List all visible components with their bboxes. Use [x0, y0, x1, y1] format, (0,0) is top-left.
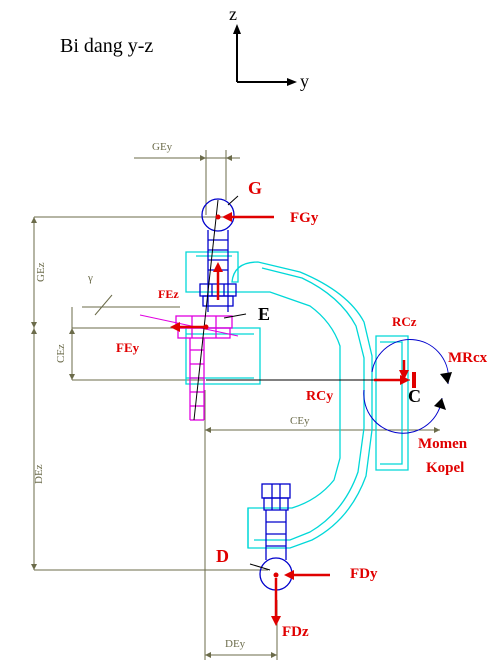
dim-label-dey: DEy: [225, 638, 246, 650]
point-c-marker: [412, 372, 416, 388]
force-arrowheads: [170, 212, 410, 626]
fey-line: [139, 314, 239, 337]
force-label-momen: Momen: [418, 436, 468, 452]
point-label-g: G: [248, 178, 262, 198]
point-label-c: C: [408, 386, 421, 406]
z-axis-label: z: [229, 4, 237, 24]
point-g-dot: [215, 214, 221, 220]
point-label-d: D: [216, 546, 229, 566]
dim-label-gey: GEy: [152, 141, 173, 153]
diagram-title: Bi dang y-z: [60, 35, 153, 57]
coordinate-axes: z y: [229, 4, 309, 91]
dim-label-cez: CEz: [55, 344, 67, 363]
y-axis-arrow: [287, 78, 297, 86]
z-axis-arrow: [233, 24, 241, 34]
force-label-rcz: RCz: [392, 314, 417, 329]
dim-label-dez: DEz: [33, 464, 45, 484]
y-axis-label: y: [300, 71, 309, 91]
force-label-rcy: RCy: [306, 389, 333, 404]
dimension-lines: [33, 150, 440, 660]
dimension-arrows: [31, 155, 440, 658]
force-label-fgy: FGy: [290, 210, 319, 226]
dim-label-gez: GEz: [35, 262, 47, 282]
force-arrows: [176, 215, 406, 620]
force-label-fey: FEy: [116, 340, 140, 355]
moment-arrow-top: [440, 372, 452, 384]
moment-arcs: [363, 339, 449, 434]
point-label-e: E: [258, 304, 270, 324]
point-d-dot: [273, 572, 279, 578]
force-label-fdz: FDz: [282, 624, 309, 640]
dim-label-cey: CEy: [290, 415, 310, 427]
bracket-outline: [185, 251, 409, 549]
force-label-fdy: FDy: [350, 566, 378, 582]
moment-arrow-bottom: [434, 398, 446, 410]
force-label-kopel: Kopel: [426, 460, 464, 476]
force-label-mrcx: MRcx: [448, 350, 488, 366]
point-e-dot: [203, 324, 209, 330]
lower-bolt: [259, 483, 293, 591]
dim-label-angle: γ: [87, 272, 93, 284]
force-label-fez: FEz: [158, 287, 179, 301]
